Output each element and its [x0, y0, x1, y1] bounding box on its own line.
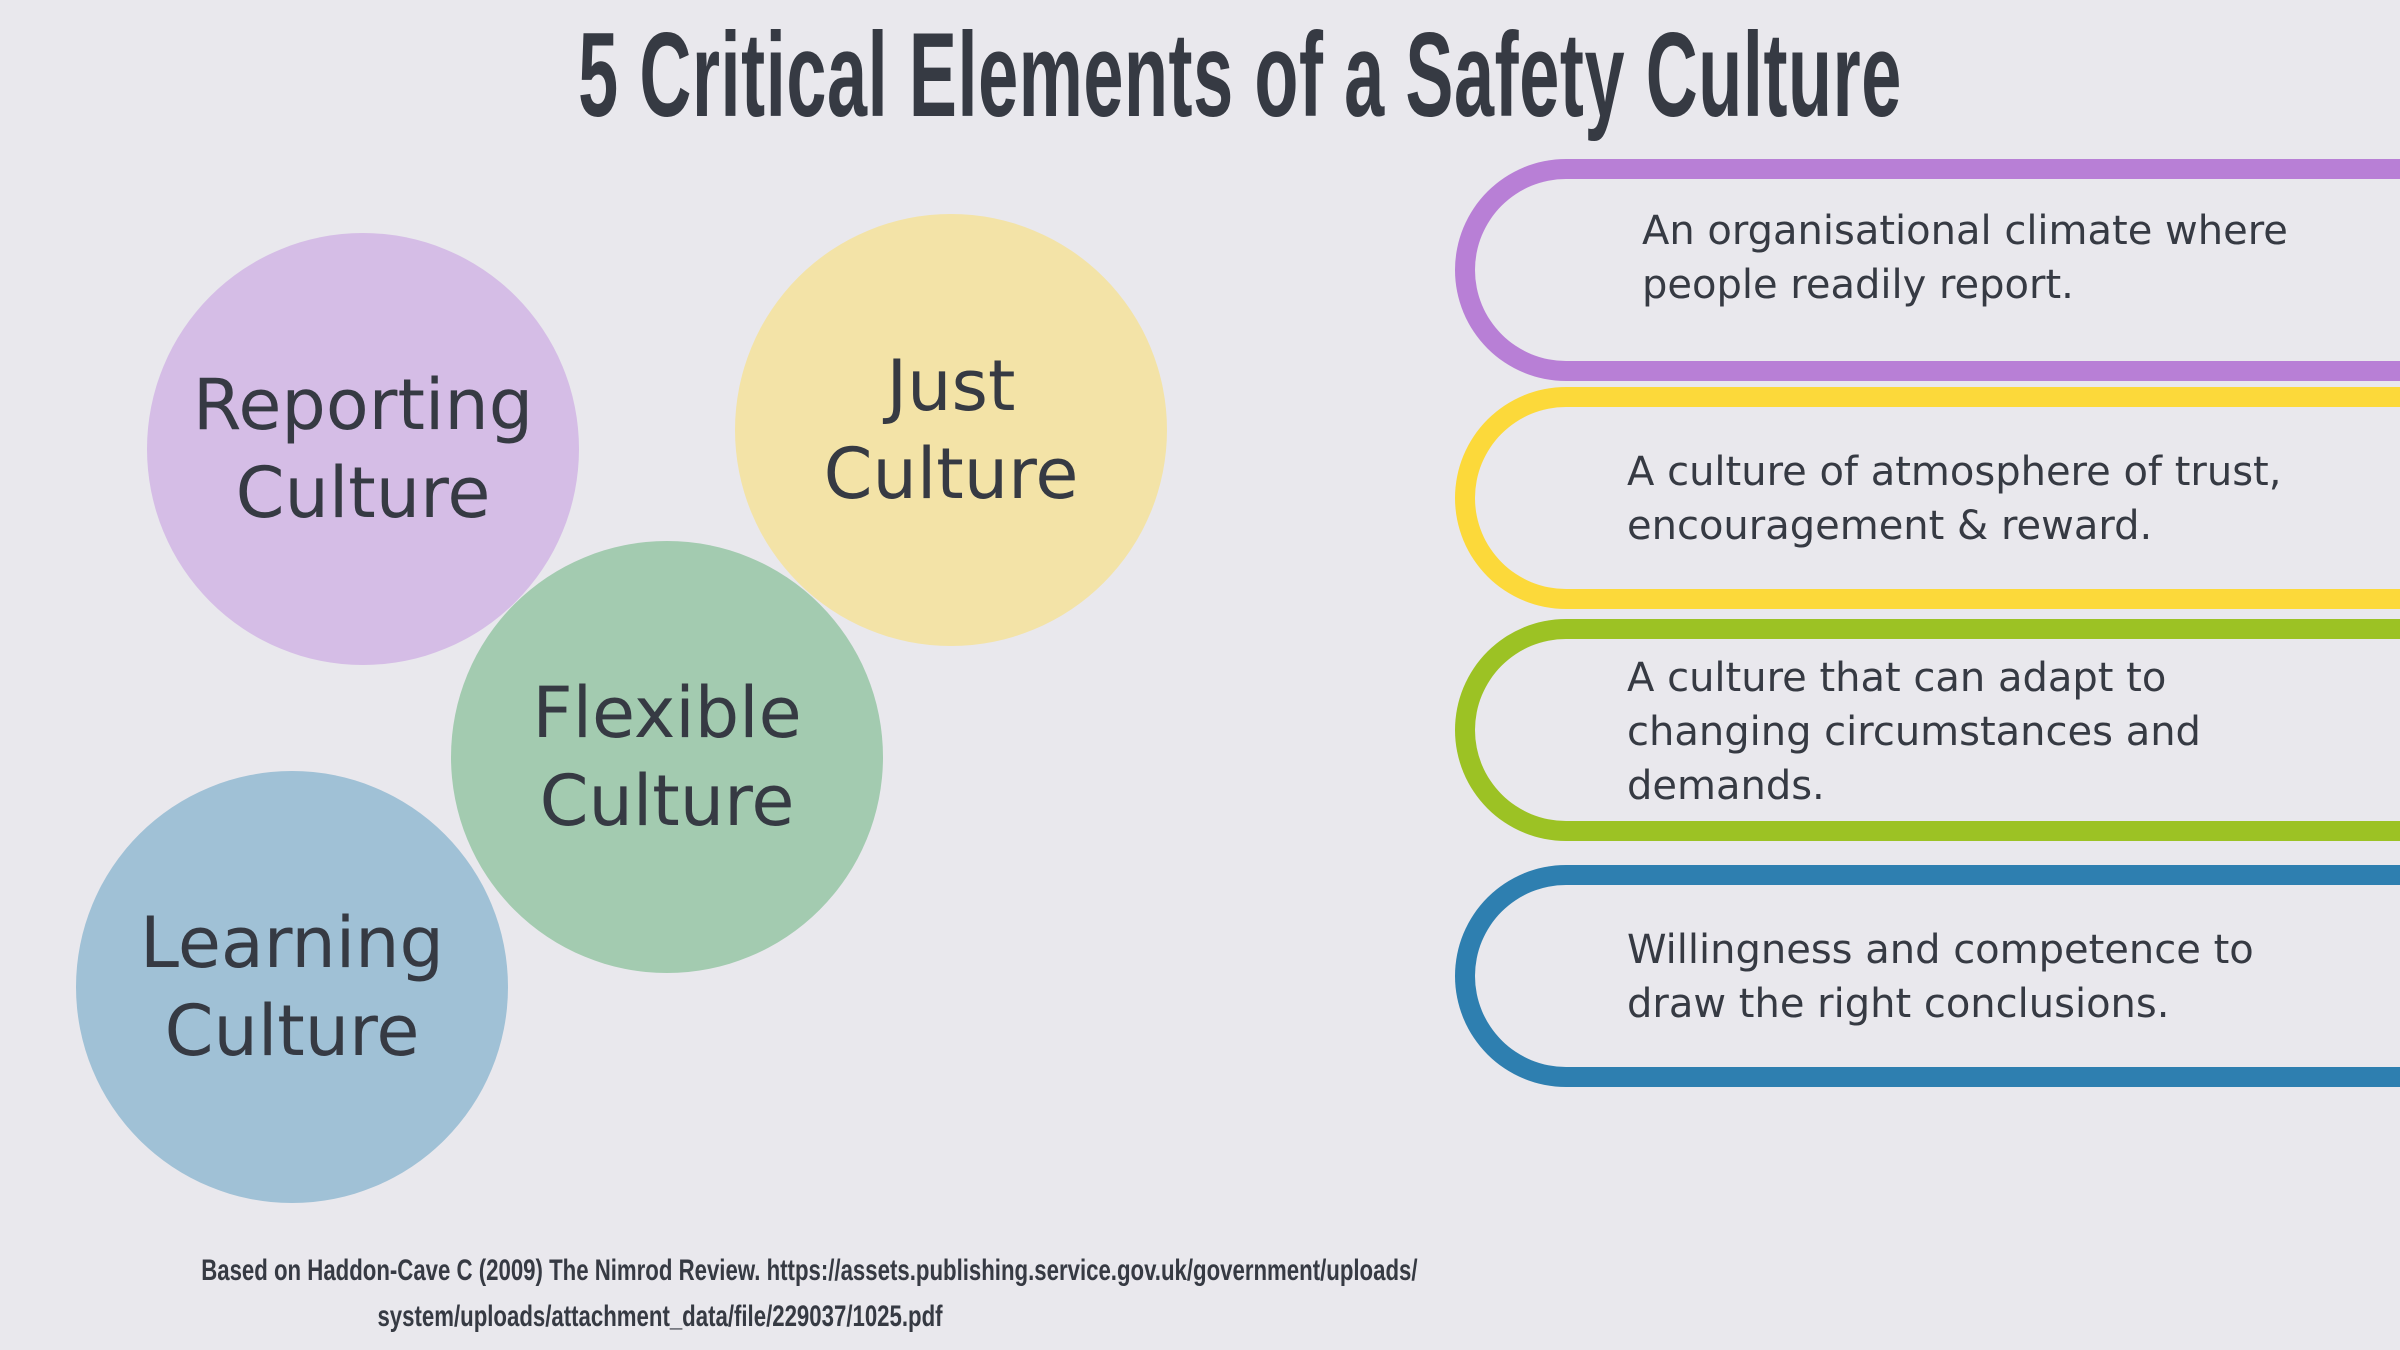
description-flexible: A culture that can adapt to changing cir…: [1627, 651, 2201, 813]
reporting-culture-circle: Reporting Culture: [147, 233, 579, 665]
description-just: A culture of atmosphere of trust, encour…: [1627, 445, 2281, 553]
citation-line1: Based on Haddon-Cave C (2009) The Nimrod…: [201, 1254, 1418, 1287]
circle-label-line2: Culture: [539, 760, 795, 842]
circle-label-line2: Culture: [235, 452, 491, 534]
circle-label-line1: Reporting: [192, 364, 534, 446]
circle-label-line2: Culture: [823, 433, 1079, 515]
circle-label-line1: Just: [886, 345, 1016, 427]
description-line: encouragement & reward.: [1627, 503, 2153, 549]
circle-label-line1: Flexible: [532, 672, 802, 754]
description-line: An organisational climate where: [1642, 208, 2288, 254]
description-reporting: An organisational climate where people r…: [1642, 204, 2288, 312]
description-learning: Willingness and competence to draw the r…: [1627, 923, 2254, 1031]
description-pill-just: [1455, 387, 2400, 609]
citation-line2: system/uploads/attachment_data/file/2290…: [377, 1300, 943, 1333]
circle-label-line2: Culture: [164, 990, 420, 1072]
learning-culture-circle: Learning Culture: [76, 771, 508, 1203]
description-pill-learning: [1455, 865, 2400, 1087]
description-pill-reporting: [1455, 159, 2400, 381]
description-line: A culture of atmosphere of trust,: [1627, 449, 2282, 495]
description-line: Willingness and competence to: [1627, 927, 2254, 973]
description-line: changing circumstances and: [1627, 709, 2201, 755]
description-line: draw the right conclusions.: [1627, 981, 2170, 1027]
circle-label-line1: Learning: [140, 902, 444, 984]
description-line: A culture that can adapt to: [1627, 655, 2167, 701]
page-title: 5 Critical Elements of a Safety Culture: [578, 8, 1902, 142]
just-culture-circle: Just Culture: [735, 214, 1167, 646]
description-line: demands.: [1627, 763, 1825, 809]
citation: Based on Haddon-Cave C (2009) The Nimrod…: [201, 1248, 1418, 1340]
description-line: people readily report.: [1642, 262, 2074, 308]
flexible-culture-circle: Flexible Culture: [451, 541, 883, 973]
